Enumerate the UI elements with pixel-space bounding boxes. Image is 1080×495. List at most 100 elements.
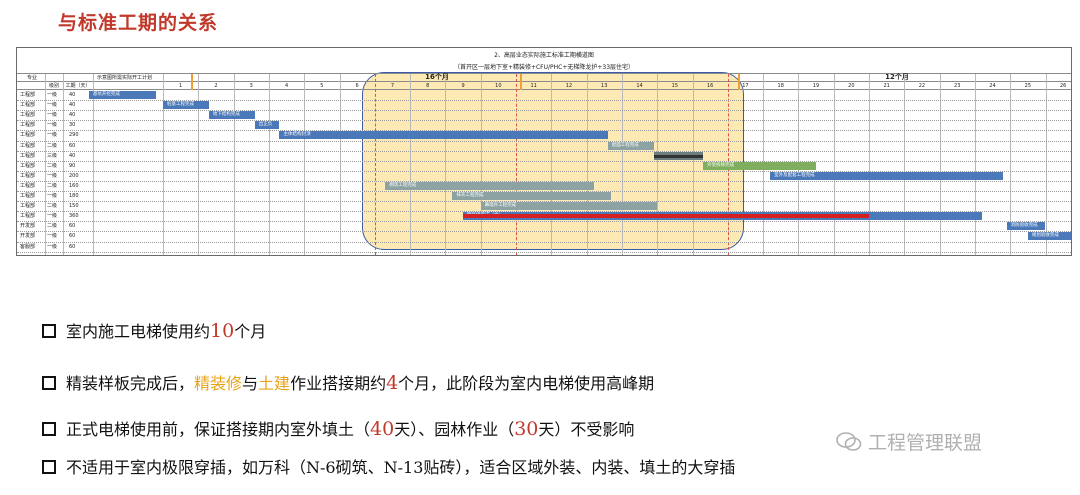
row-dept: 工程部 [20, 102, 36, 109]
row-divider [17, 211, 1071, 213]
row-days: 150 [69, 203, 79, 210]
row-days: 60 [69, 243, 76, 250]
month-label: 19 [812, 83, 820, 89]
milestone-marker [738, 74, 741, 90]
column-divider [45, 74, 46, 255]
bullet-text: 个月，此阶段为室内电梯使用高峰期 [398, 374, 655, 393]
header-top-rule [17, 73, 1071, 74]
month-label: 21 [883, 83, 890, 89]
row-dept: 工程部 [20, 142, 36, 149]
row-level: 二级 [47, 182, 58, 189]
row-dept: 工程部 [20, 213, 36, 220]
row-days: 30 [69, 122, 76, 129]
row-level: 一级 [47, 102, 58, 109]
milestone-marker [519, 74, 522, 90]
row-dept: 工程部 [20, 182, 36, 189]
month-label: 1 [179, 83, 183, 89]
bullet-text: 砌筑、 [335, 458, 384, 477]
gantt-bar-label: 抹灰工程完成 [456, 193, 484, 198]
month-gridline [551, 74, 553, 255]
row-level: 一级 [47, 243, 58, 250]
month-gridline [516, 74, 517, 255]
watermark-text: 工程管理联盟 [868, 432, 983, 454]
row-days: 180 [69, 193, 79, 199]
square-bullet-icon [42, 324, 56, 338]
gantt-bar: 砌筑工程完成 [385, 181, 594, 190]
bullet-text: 室内施工电梯使用约 [66, 322, 211, 341]
bullet-text: 作业搭接期约 [290, 374, 387, 393]
month-gridline [339, 74, 341, 255]
month-gridline [621, 74, 623, 255]
month-label: 10 [495, 83, 502, 89]
highlight-word: 精装修 [194, 374, 243, 393]
row-level: 一级 [47, 92, 58, 98]
row-level: 一级 [47, 213, 58, 220]
month-gridline [869, 74, 870, 255]
gantt-bar: 地下结构完成 [208, 111, 255, 120]
month-label: 12 [565, 83, 573, 89]
bullet-text: N-13 [383, 458, 424, 477]
header-bottom-rule [17, 89, 1071, 90]
highlight-number: 4 [386, 372, 399, 394]
row-days: 40 [69, 92, 76, 98]
month-label: 17 [742, 83, 749, 89]
period-16-months: 16个月 [425, 73, 449, 81]
month-gridline [657, 74, 659, 255]
row-dept: 工程部 [20, 122, 36, 129]
row-dept: 工程部 [20, 162, 36, 169]
month-label: 3 [249, 83, 253, 89]
gantt-bar: 消防验收完成 [1006, 222, 1046, 231]
row-divider [17, 180, 1071, 182]
wechat-icon [836, 432, 862, 451]
row-divider [17, 110, 1071, 112]
gantt-bar [653, 154, 704, 158]
row-days: 60 [69, 223, 76, 230]
bullet-item-4: 不适用于室内极限穿插，如万科（N-6砌筑、N-13贴砖），适合区域外装、内装、填… [42, 454, 735, 478]
gantt-bar-label: 主体结构封顶 [283, 132, 311, 138]
month-label: 2 [214, 83, 218, 89]
row-days: 200 [69, 172, 79, 179]
milestone-marker [191, 74, 194, 90]
month-gridline [1010, 74, 1012, 255]
row-divider [17, 231, 1071, 233]
bullet-item-1: 室内施工电梯使用约10个月 [42, 318, 266, 342]
bullet-text: 天）不受影响 [538, 420, 635, 439]
square-bullet-icon [42, 460, 56, 474]
square-bullet-icon [42, 376, 56, 390]
col-header-dept: 专业 [26, 75, 37, 81]
row-dept: 工程部 [20, 203, 36, 210]
month-gridline [304, 74, 306, 255]
header-mid-rule [17, 81, 1071, 82]
row-days: 60 [69, 233, 76, 240]
month-label: 22 [918, 83, 926, 89]
gantt-bar: 桩基工程完成 [163, 101, 209, 110]
row-days: 290 [69, 132, 79, 139]
month-gridline [1045, 74, 1047, 255]
row-level: 一级 [47, 193, 58, 199]
month-gridline [586, 74, 588, 255]
month-gridline [374, 74, 376, 255]
row-divider [17, 241, 1071, 243]
col-header-days: 工期（天） [65, 83, 91, 89]
gantt-bar: 抹灰工程完成 [452, 192, 612, 200]
month-label: 8 [426, 83, 430, 89]
bullet-item-3: 正式电梯使用前，保证搭接期内室外填土（40天）、园林作业（30天）不受影响 [42, 416, 634, 440]
row-divider [17, 140, 1071, 142]
row-divider [17, 251, 1071, 253]
bullet-text: 不适用于室内极限穿插，如万科（ [66, 458, 307, 477]
highlight-number: 30 [514, 418, 539, 440]
month-label: 26 [1059, 83, 1067, 89]
gantt-bar-label: 出正负 [258, 122, 273, 128]
month-label: 18 [777, 83, 784, 89]
month-gridline [974, 74, 976, 255]
month-label: 24 [989, 83, 996, 89]
overlap-red-bar [463, 213, 869, 218]
gantt-bar: 基坑开挖完成 [88, 91, 156, 99]
gantt-bar: 主体结构封顶 [279, 131, 608, 140]
row-level: 二级 [47, 142, 58, 149]
gantt-bar: 屋面工程完成 [607, 141, 654, 150]
highlight-number: 10 [210, 320, 235, 342]
row-level: 二级 [47, 203, 58, 210]
month-gridline [163, 74, 164, 255]
row-level: 一级 [47, 112, 58, 119]
